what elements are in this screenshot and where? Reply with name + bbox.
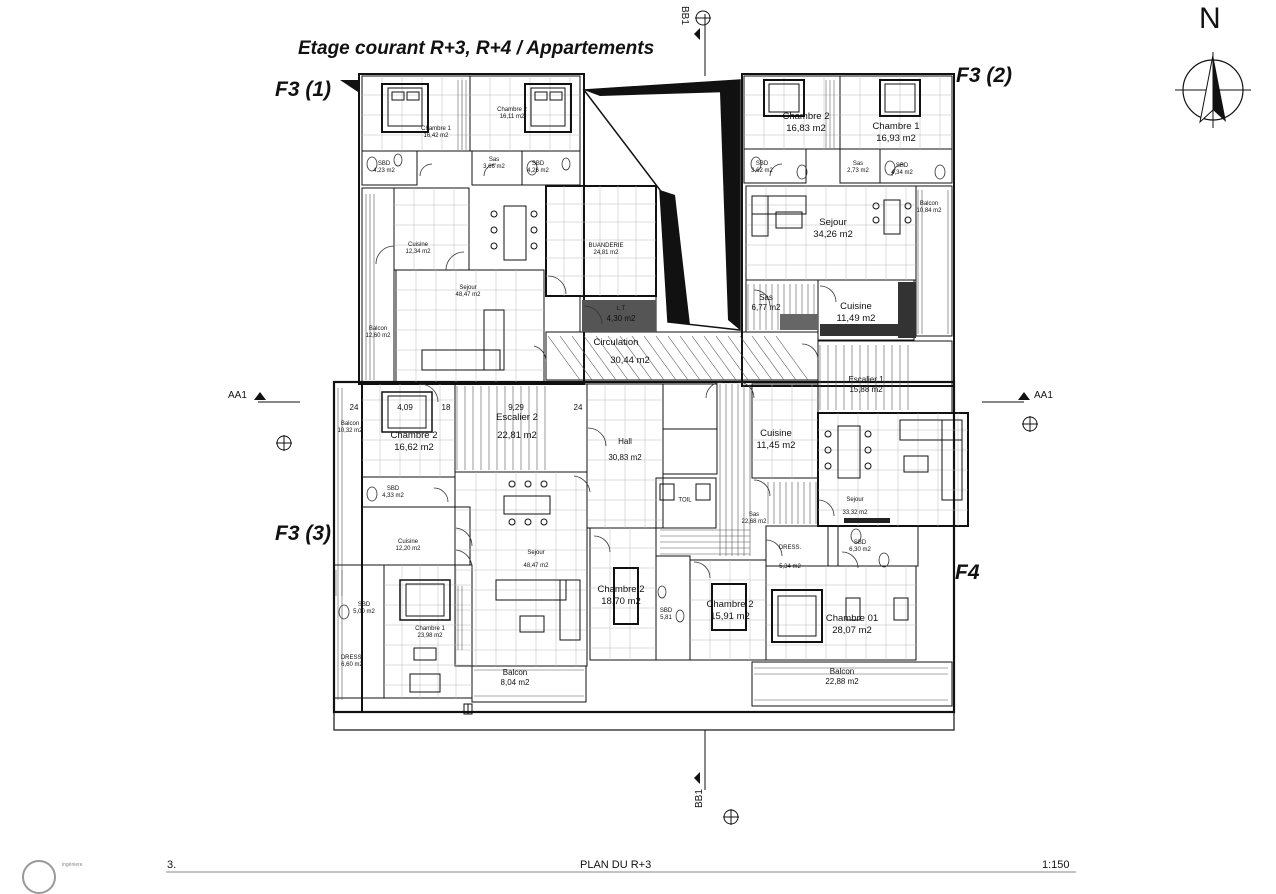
room-f3-3-chambre2-dim: 4,09: [397, 403, 413, 412]
room-f4-dress: DRESS.5,34 m2: [778, 545, 802, 570]
section-label-aa1-right: AA1: [1034, 390, 1053, 401]
stair-mark-a: 24: [349, 403, 359, 412]
company-logo-icon: [22, 860, 56, 894]
stair-mark-e: 9,29: [508, 403, 524, 412]
apartment-label-f3-2: F3 (2): [956, 64, 1013, 87]
sheet-title: PLAN DU R+3: [580, 859, 652, 871]
section-label-aa1-left: AA1: [228, 390, 247, 401]
section-label-bb1-top: BB1: [679, 6, 690, 25]
stair-mark-b: 18: [441, 403, 451, 412]
north-arrow-icon: [1175, 52, 1251, 128]
sheet-number: 3.: [167, 859, 177, 871]
stair-mark-d: 24: [573, 403, 583, 412]
plan-title: Etage courant R+3, R+4 / Appartements: [298, 38, 655, 59]
north-label: N: [1199, 2, 1221, 35]
apartment-label-f4: F4: [955, 561, 980, 584]
sheet-scale: 1:150: [1042, 859, 1070, 871]
apartment-label-f3-1: F3 (1): [275, 78, 332, 101]
room-f3-3-dress: DRESS.6,60 m2: [340, 655, 364, 668]
section-label-bb1-bottom: BB1: [694, 789, 705, 808]
apartment-label-f3-3: F3 (3): [275, 522, 332, 545]
room-toil: TOIL: [678, 497, 692, 504]
logo-text: ingéniere: [62, 862, 83, 868]
